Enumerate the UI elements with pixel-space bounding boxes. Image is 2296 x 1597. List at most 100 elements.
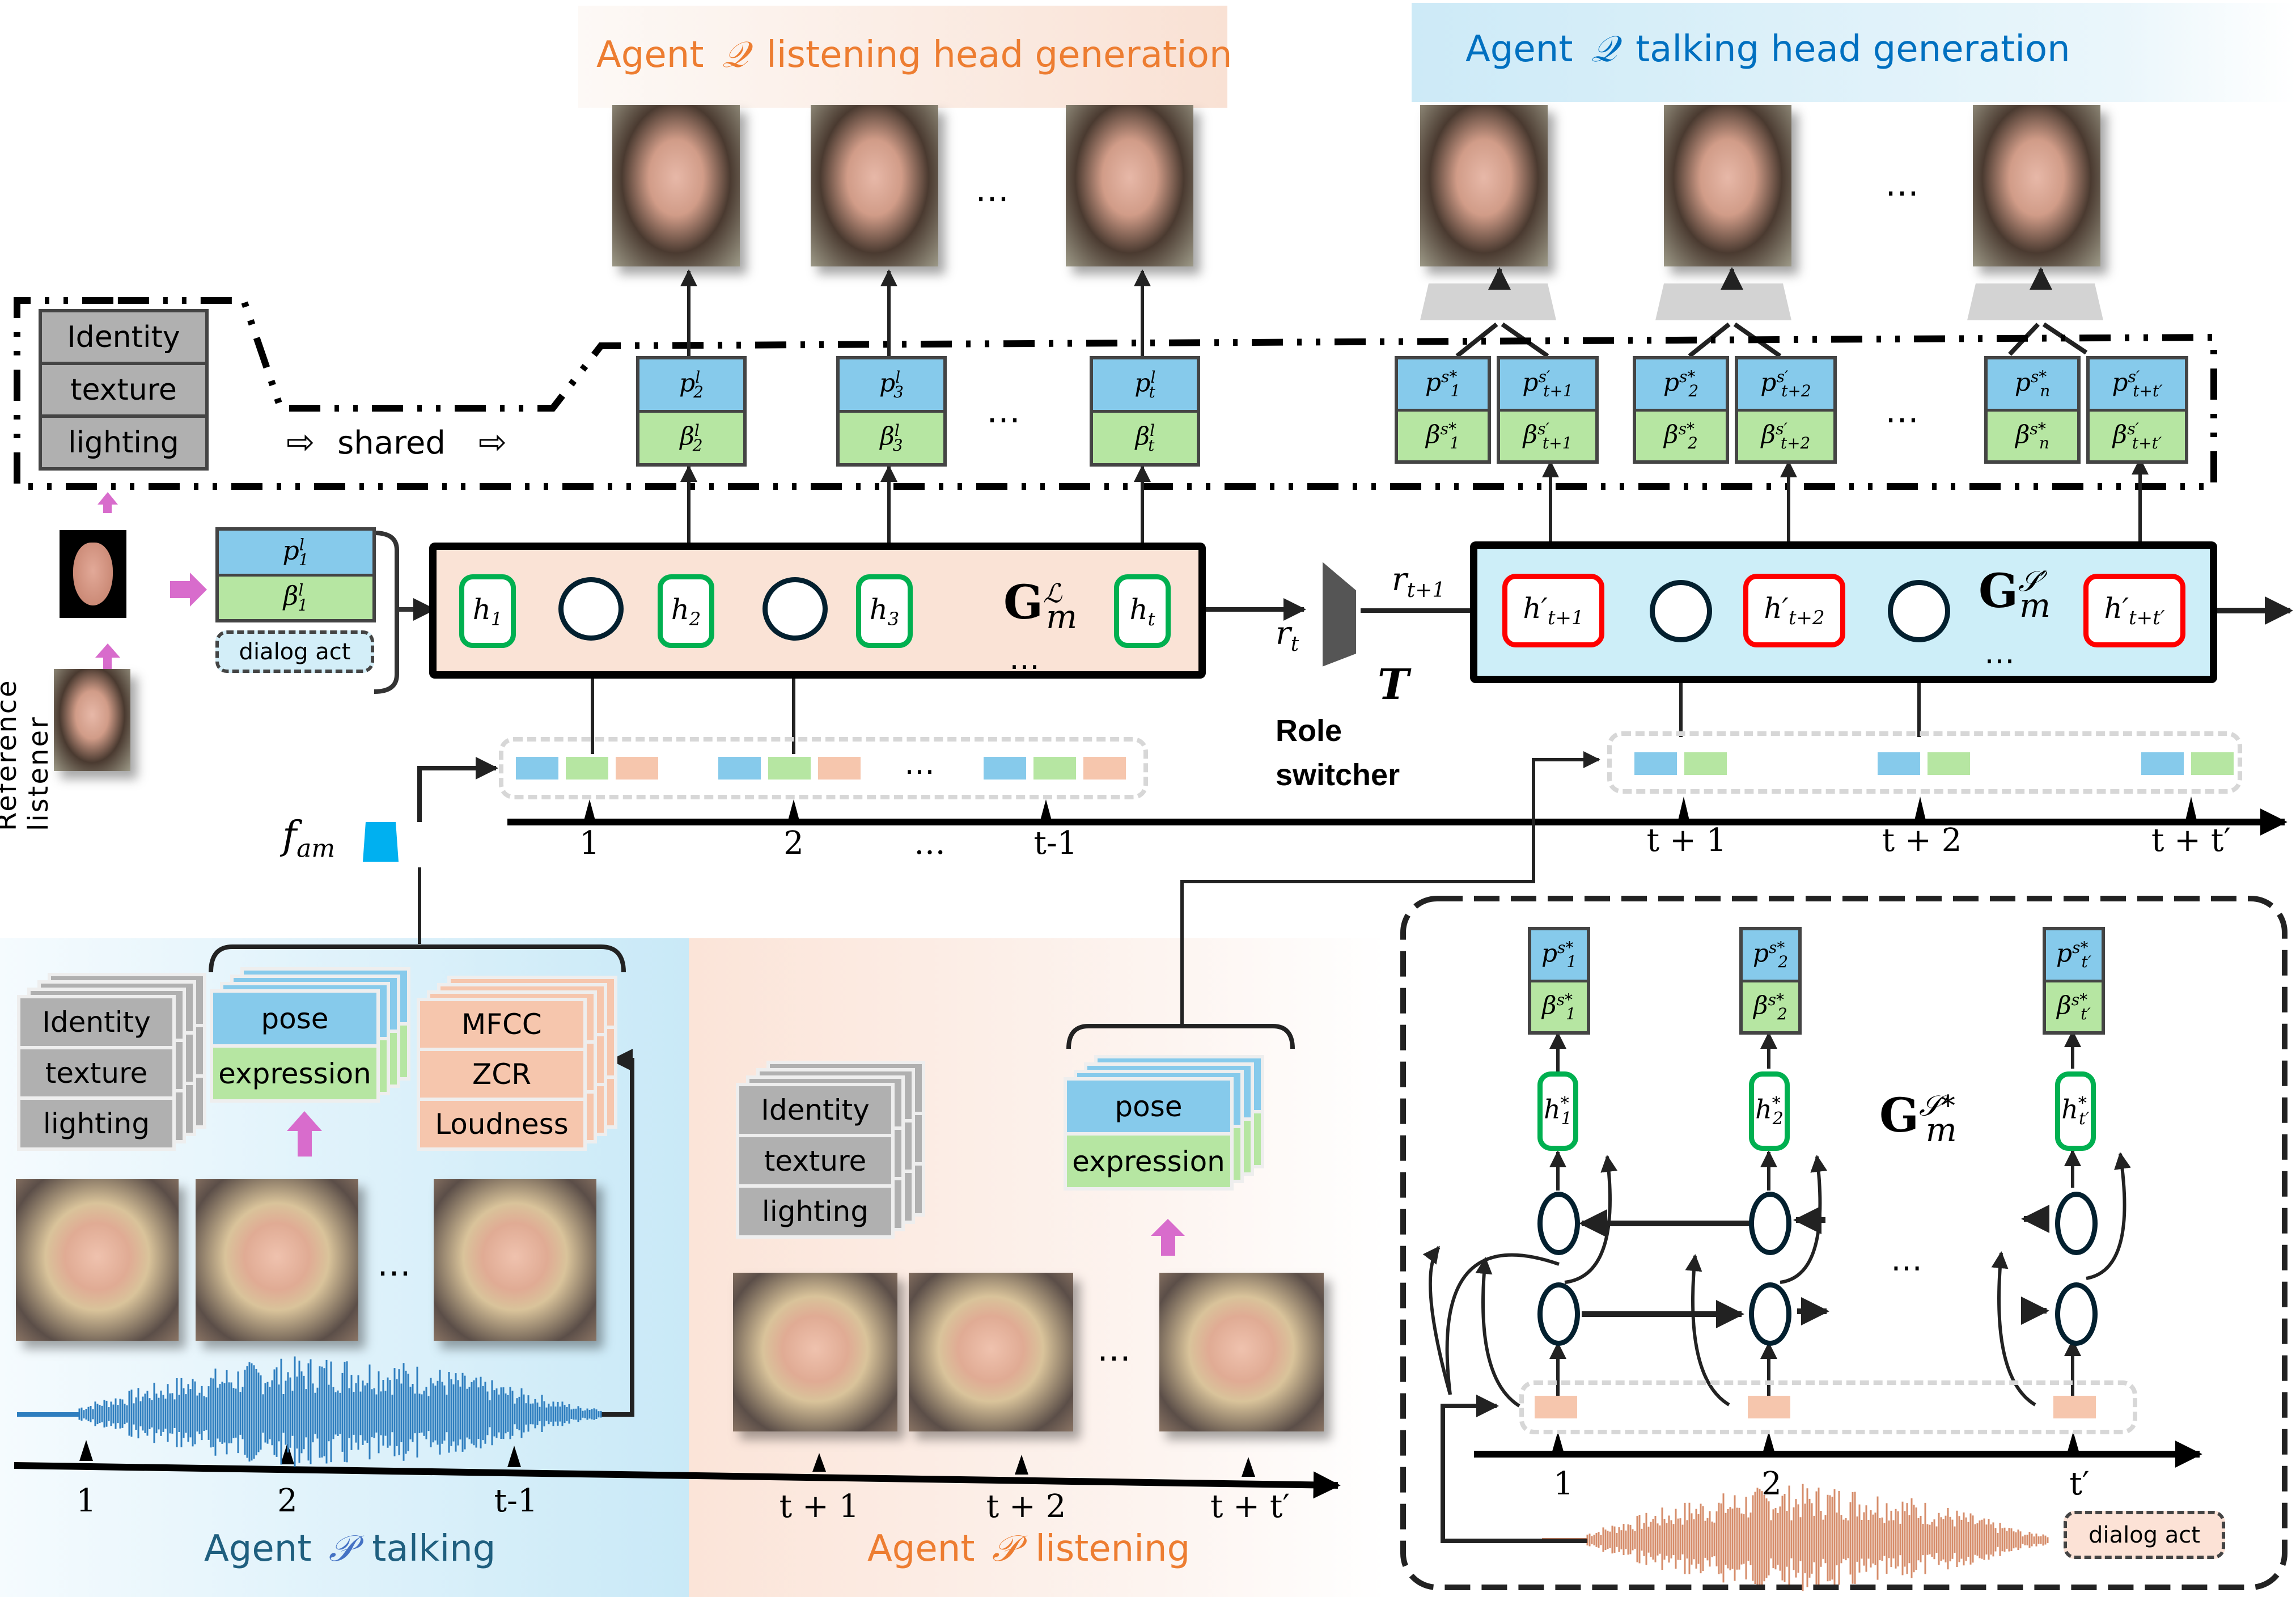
pose-param: ps*t′: [2046, 930, 2102, 980]
listener-hidden-state: h2: [658, 574, 714, 648]
pose-param: ps*2: [1743, 930, 1798, 980]
timeline-tick: t-1: [1033, 825, 1078, 862]
feature-row: texture: [20, 1049, 172, 1097]
shared-params-stack: Identity texture lighting: [39, 309, 209, 471]
talking-frame-2: [196, 1179, 358, 1341]
hollow-right-arrow-icon: ⇨: [478, 422, 507, 462]
pretrain-hidden-state: h*t′: [2055, 1071, 2096, 1151]
feature-chip: [1748, 1396, 1790, 1418]
timeline-tick: t′: [2069, 1465, 2090, 1502]
expression-param: βs*2: [1743, 982, 1798, 1031]
feature-chip: [1928, 752, 1970, 775]
timeline-tick: 2: [1761, 1465, 1782, 1502]
identity-param: Identity: [42, 312, 205, 362]
expression-param: βs*t′: [2046, 982, 2102, 1031]
gru-cell: [558, 577, 624, 641]
listener-input-sequence: [499, 737, 1148, 799]
renderer-2: [1655, 283, 1791, 320]
expression-param: βs′t+1: [1500, 411, 1595, 460]
renderer-1: [1420, 283, 1556, 320]
agent-p-talking-title: Agent 𝒫 talking: [204, 1528, 496, 1570]
fam-label: fam: [282, 814, 336, 863]
agent-q-symbol: 𝒬: [1591, 28, 1617, 70]
feature-chip: [718, 757, 761, 780]
expression-param: βs*n: [1988, 411, 2077, 460]
gru-cell: [1888, 580, 1950, 642]
feature-row: texture: [739, 1137, 891, 1185]
gru-cell: [1650, 580, 1712, 642]
feature-chip: [516, 757, 558, 780]
hollow-right-arrow-icon: ⇨: [286, 422, 315, 462]
feature-chip: [1684, 752, 1727, 775]
expression-param: βs′t+t′: [2090, 411, 2185, 460]
speaker-input-sequence: [1607, 731, 2242, 794]
expression-param: βlt: [1093, 413, 1197, 463]
talking-frame-1: [16, 1179, 179, 1341]
feature-chip: [616, 757, 658, 780]
timeline-tick: t-1: [494, 1482, 538, 1519]
expression-param: βs*1: [1398, 411, 1488, 460]
role-switcher-symbol: T: [1378, 660, 1409, 709]
init-expression: βl1: [219, 576, 372, 619]
feature-row: Identity: [739, 1086, 891, 1134]
pretrain-inset-border: [1400, 896, 2287, 1590]
lighting-param: lighting: [42, 418, 205, 467]
pose-param: ps*1: [1398, 359, 1488, 409]
feature-row: pose: [213, 993, 376, 1044]
talking-head-frame-2: [1664, 105, 1791, 266]
pink-arrow-up: [95, 643, 120, 669]
expression-param: βl2: [639, 413, 743, 463]
pose-param: pl2: [639, 359, 743, 410]
role-switcher-label: Role switcher: [1276, 714, 1400, 792]
feature-chip: [1535, 1396, 1577, 1418]
pose-param: ps*2: [1636, 359, 1726, 409]
ellipsis: …: [1885, 391, 1919, 431]
pretrain-hidden-state: h*2: [1749, 1071, 1790, 1151]
speaker-hidden-state: h′t+2: [1743, 574, 1845, 647]
timeline-tick: 2: [783, 825, 804, 862]
agent-q-symbol: 𝒬: [722, 34, 748, 76]
ellipsis: …: [1097, 1329, 1131, 1369]
gru-cell: [762, 577, 828, 641]
ellipsis: …: [986, 391, 1020, 431]
renderer-3: [1967, 283, 2103, 320]
feature-row: MFCC: [420, 1001, 583, 1048]
bigru-cell: [2055, 1282, 2098, 1346]
bigru-cell: [1749, 1282, 1791, 1346]
reference-face-3dmm: [60, 530, 126, 618]
ellipsis: …: [904, 745, 935, 781]
timeline-bottom: [14, 1462, 1341, 1499]
feature-row: ZCR: [420, 1051, 583, 1098]
ellipsis: …: [1009, 641, 1040, 676]
timeline-tick: t + t′: [2151, 822, 2231, 859]
reference-listener-label: Reference listener: [0, 679, 54, 831]
initial-state-box: pl1 βl1: [215, 527, 376, 622]
talking-head-frame-1: [1420, 105, 1548, 266]
listening-head-frame-t: [1066, 105, 1193, 266]
bigru-cell: [2055, 1192, 2098, 1255]
shared-label: ⇨ shared ⇨: [286, 422, 507, 462]
pretrain-output-params: ps*t′βs*t′: [2043, 927, 2105, 1035]
pose-param: ps′t+2: [1738, 359, 1833, 409]
listening-head-frame-2: [811, 105, 938, 266]
audio-waveform-listening: [1542, 1484, 2049, 1591]
feature-chip: [1083, 757, 1126, 780]
pose-param: ps*n: [1988, 359, 2077, 409]
pretrain-generator-label: G𝒮*m: [1879, 1088, 1957, 1150]
pink-arrow-up: [1151, 1219, 1185, 1256]
pose-param: ps′t+t′: [2090, 359, 2185, 409]
timeline-tick: 1: [579, 825, 600, 862]
pose-param: ps′t+1: [1500, 359, 1595, 409]
feature-row: expression: [213, 1048, 376, 1099]
listening-frame-1: [733, 1273, 897, 1431]
expression-param: βl3: [840, 413, 943, 463]
ellipsis: …: [1885, 164, 1919, 204]
